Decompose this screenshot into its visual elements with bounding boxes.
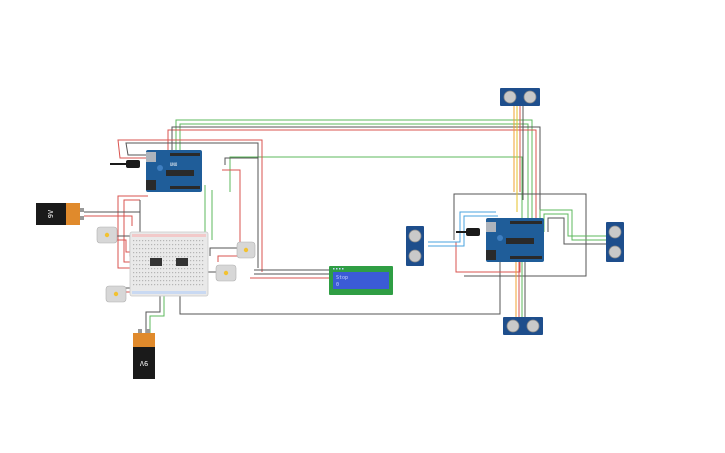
svg-text:UNO: UNO	[170, 162, 178, 167]
dc-motor-icon	[104, 232, 110, 238]
lcd-line-2: 0	[336, 282, 339, 288]
battery-bottom-label: 9V	[139, 359, 148, 367]
wire-red-motor-2	[217, 255, 244, 262]
wire-black-right-box	[453, 193, 587, 277]
wire-battery-bottom-green	[149, 280, 165, 333]
arduino-uno-icon	[456, 228, 480, 236]
ultrasonic-sensor-icon	[608, 225, 622, 239]
sensor-top[interactable]	[500, 88, 540, 106]
wire-green-right	[539, 209, 606, 241]
ultrasonic-sensor-icon	[408, 229, 422, 243]
dc-motor-icon	[223, 270, 229, 276]
motor-4[interactable]	[105, 285, 127, 303]
battery-left-label: 9V	[47, 209, 55, 218]
battery-bottom[interactable]: 9V	[133, 329, 155, 379]
arduino-uno-icon	[110, 160, 140, 168]
dc-motor-icon	[113, 291, 119, 297]
sensor-right[interactable]	[606, 222, 624, 262]
wire-green-top-2	[179, 123, 529, 232]
sensor-bottom[interactable]	[503, 317, 543, 335]
wire-black-motor-2	[209, 247, 238, 256]
wire-green-top-1	[175, 119, 533, 232]
wire-red-left-loop	[117, 139, 263, 272]
battery-left[interactable]: 9V	[36, 203, 84, 225]
sensor-left[interactable]	[406, 226, 424, 266]
lcd-line-1: Stop	[336, 275, 348, 281]
wire-blue-right	[428, 211, 496, 243]
arduino-left[interactable]: UNO	[110, 150, 202, 192]
ultrasonic-sensor-icon	[503, 90, 517, 104]
wire-red-left-4	[222, 169, 241, 245]
motor-1[interactable]	[96, 226, 118, 244]
wire-battery-left-black	[84, 211, 141, 220]
wire-battery-left-red	[84, 215, 133, 226]
wire-red-right	[455, 242, 521, 273]
breadboard[interactable]	[129, 231, 209, 297]
motor-2[interactable]	[236, 241, 256, 259]
arduino-right[interactable]	[456, 218, 544, 262]
ultrasonic-sensor-icon	[506, 319, 520, 333]
lcd-display[interactable]: Stop 0	[329, 266, 393, 295]
lcd-16x2-icon	[333, 272, 389, 289]
dc-motor-icon	[243, 247, 249, 253]
wire-black-left-3	[224, 157, 259, 268]
motor-3[interactable]	[215, 264, 237, 282]
wire-black-top	[171, 126, 541, 232]
wire-black-right-2	[547, 217, 606, 245]
